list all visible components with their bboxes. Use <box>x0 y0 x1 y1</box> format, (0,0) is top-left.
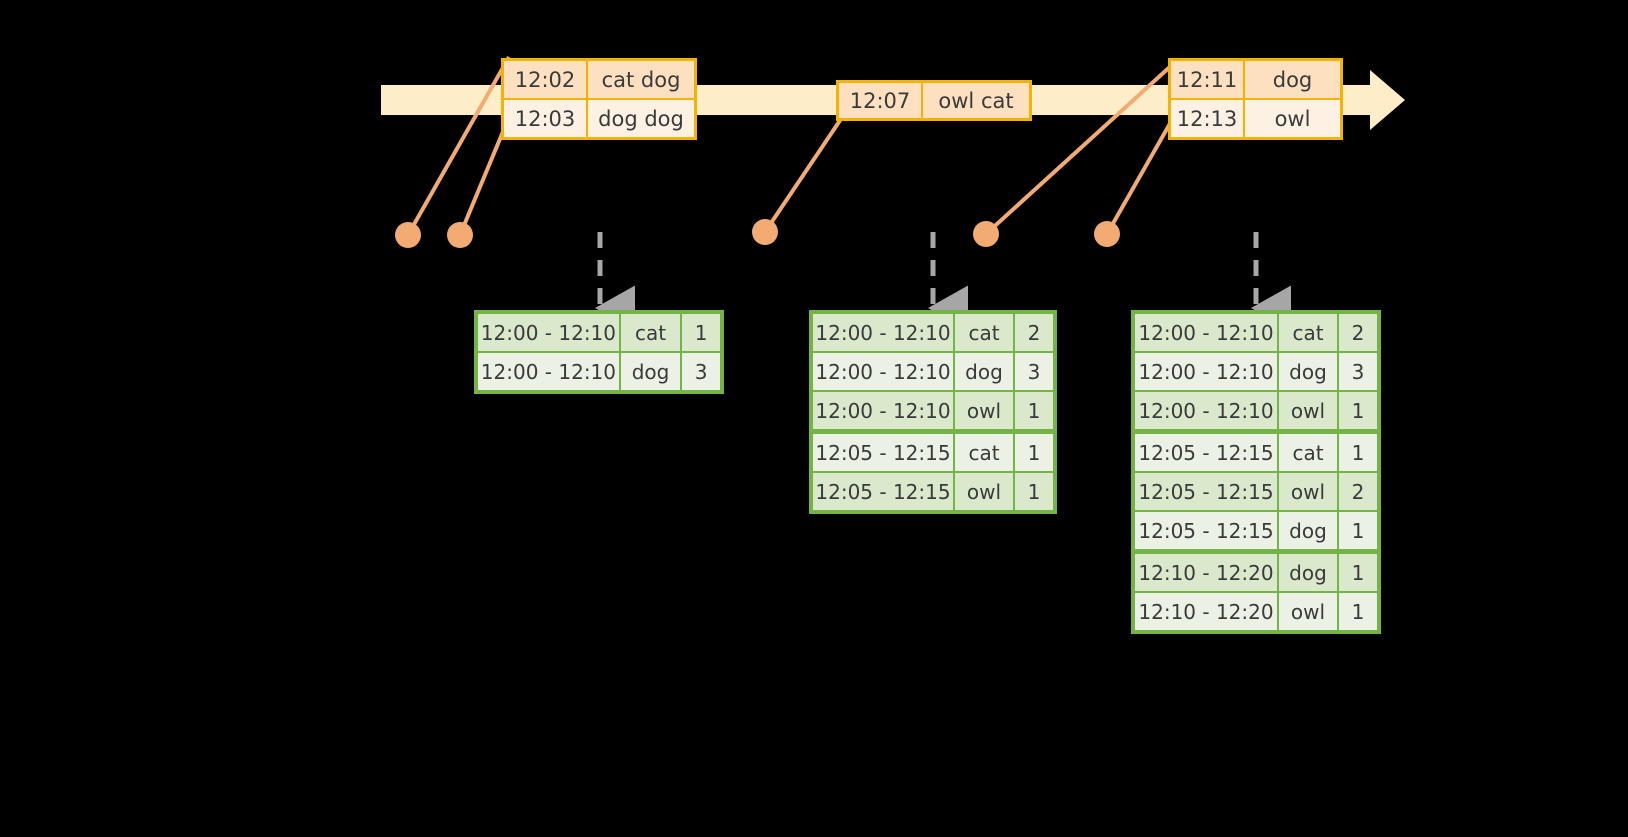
cell-word: owl <box>1279 392 1337 429</box>
cell-window: 12:00 - 12:10 <box>1135 353 1277 390</box>
event-box-3[interactable]: 12:11 dog 12:13 owl <box>1168 58 1343 140</box>
cell-window: 12:10 - 12:20 <box>1135 554 1277 591</box>
cell-count: 1 <box>1015 392 1053 429</box>
trigger-dot-3 <box>752 219 778 245</box>
cell-count: 1 <box>1015 434 1053 471</box>
cell-window: 12:00 - 12:10 <box>813 353 953 390</box>
cell-word: dog <box>955 353 1013 390</box>
connector-line-5 <box>1105 112 1178 235</box>
cell-window: 12:05 - 12:15 <box>813 434 953 471</box>
trigger-dot-2 <box>447 222 473 248</box>
trigger-dot-4 <box>973 221 999 247</box>
cell-window: 12:05 - 12:15 <box>813 473 953 510</box>
cell-window: 12:00 - 12:10 <box>1135 314 1277 351</box>
cell-count: 1 <box>1339 392 1377 429</box>
cell-window: 12:00 - 12:10 <box>813 314 953 351</box>
cell-word: cat <box>1279 314 1337 351</box>
cell-count: 1 <box>1015 473 1053 510</box>
cell-word: owl <box>955 473 1013 510</box>
event-row: 12:07 owl cat <box>839 83 1029 118</box>
event-words: cat dog <box>601 67 681 92</box>
cell-count: 2 <box>1339 314 1377 351</box>
cell-window: 12:05 - 12:15 <box>1135 473 1277 510</box>
cell-word: dog <box>1279 554 1337 591</box>
event-words: dog dog <box>598 106 684 131</box>
cell-word: cat <box>955 434 1013 471</box>
event-time: 12:03 <box>504 100 588 137</box>
cell-window: 12:00 - 12:10 <box>478 314 619 351</box>
trigger-dot-5 <box>1094 221 1120 247</box>
cell-word: cat <box>1279 434 1337 471</box>
cell-count: 3 <box>1015 353 1053 390</box>
cell-count: 2 <box>1015 314 1053 351</box>
event-row: 12:02 cat dog <box>504 61 694 98</box>
event-box-2[interactable]: 12:07 owl cat <box>836 80 1032 121</box>
cell-count: 1 <box>682 314 720 351</box>
cell-window: 12:10 - 12:20 <box>1135 593 1277 630</box>
connector-line-3 <box>763 111 847 234</box>
connector-line-1 <box>406 56 511 236</box>
cell-count: 2 <box>1339 473 1377 510</box>
cell-word: dog <box>1279 512 1337 549</box>
cell-count: 1 <box>1339 512 1377 549</box>
event-box-1[interactable]: 12:02 cat dog 12:03 dog dog <box>501 58 697 140</box>
cell-word: owl <box>1279 473 1337 510</box>
event-words: dog <box>1272 67 1313 92</box>
cell-window: 12:00 - 12:10 <box>813 392 953 429</box>
cell-word: dog <box>1279 353 1337 390</box>
cell-count: 3 <box>1339 353 1377 390</box>
cell-count: 1 <box>1339 434 1377 471</box>
trigger-dot-1 <box>395 222 421 248</box>
cell-count: 1 <box>1339 593 1377 630</box>
cell-window: 12:00 - 12:10 <box>1135 392 1277 429</box>
event-row: 12:13 owl <box>1171 98 1340 137</box>
cell-count: 1 <box>1339 554 1377 591</box>
emit-arrows <box>595 232 1291 331</box>
event-row: 12:03 dog dog <box>504 98 694 137</box>
cell-word: cat <box>955 314 1013 351</box>
timeline-arrowhead-icon <box>1370 70 1405 130</box>
cell-window: 12:05 - 12:15 <box>1135 434 1277 471</box>
cell-word: owl <box>1279 593 1337 630</box>
cell-word: cat <box>620 314 681 351</box>
cell-count: 3 <box>682 353 720 390</box>
event-time: 12:13 <box>1171 100 1245 137</box>
event-time: 12:11 <box>1171 61 1245 98</box>
cell-window: 12:05 - 12:15 <box>1135 512 1277 549</box>
event-words: owl <box>1274 106 1311 131</box>
cell-word: dog <box>620 353 681 390</box>
cell-window: 12:00 - 12:10 <box>478 353 619 390</box>
cell-word: owl <box>955 392 1013 429</box>
event-words: owl cat <box>938 88 1014 113</box>
event-row: 12:11 dog <box>1171 61 1340 98</box>
event-time: 12:02 <box>504 61 588 98</box>
event-time: 12:07 <box>839 83 923 118</box>
